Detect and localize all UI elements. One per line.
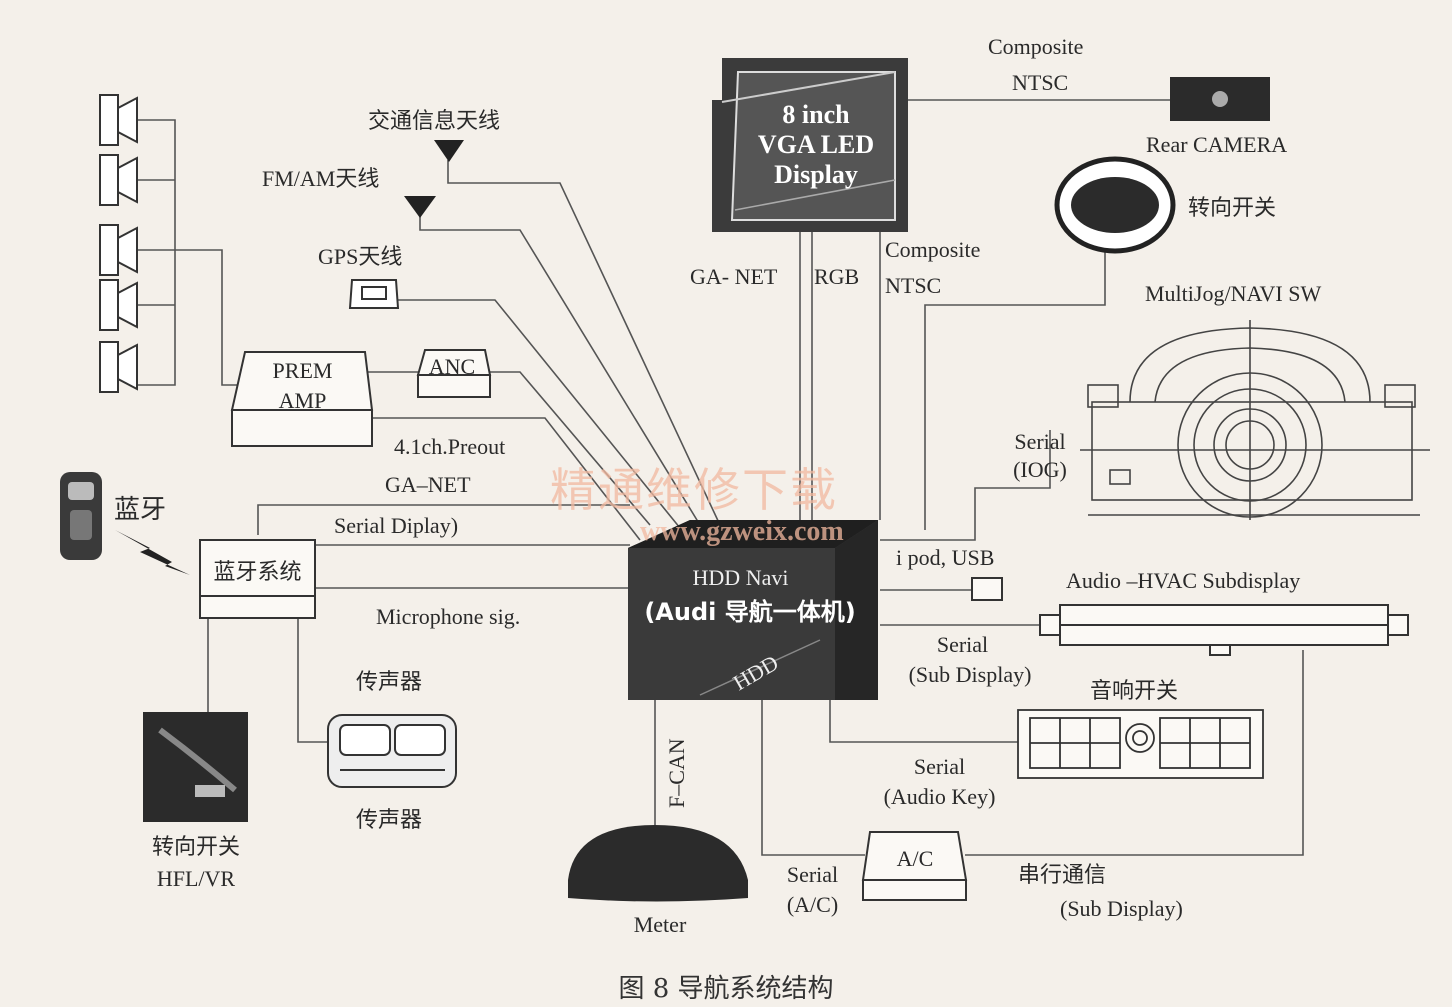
ntsc-label-2: NTSC	[885, 273, 942, 298]
watermark-url: www.gzweix.com	[640, 516, 844, 547]
display-label: 8 inch VGA LED Display	[757, 100, 875, 189]
serial-comm-sub-label: (Sub Display)	[1060, 896, 1183, 921]
fm-am-antenna-label: FM/AM天线	[262, 166, 380, 191]
ipod-usb-label: i pod, USB	[896, 545, 995, 570]
steering-switch-right-label: 转向开关	[1188, 195, 1277, 220]
serial-ac-label-1: Serial	[786, 862, 839, 887]
figure-caption: 图 8 导航系统结构	[618, 974, 834, 1004]
ac-label: A/C	[896, 846, 934, 871]
traffic-antenna-label: 交通信息天线	[368, 108, 501, 133]
bluetooth-label: 蓝牙	[114, 495, 167, 524]
composite-label-2: Composite	[885, 237, 981, 262]
microphone-label-top: 传声器	[356, 669, 423, 694]
ga-net-label-2: GA- NET	[690, 264, 778, 289]
bluetooth-system-label: 蓝牙系统	[213, 559, 302, 584]
ntsc-top-label: NTSC	[1012, 70, 1069, 95]
serial-comm-label: 串行通信	[1018, 862, 1107, 887]
hdd-navi-label: HDD Navi	[692, 565, 789, 590]
audi-unit-label: (Audi 导航一体机)	[644, 598, 856, 626]
microphone-sig-label: Microphone sig.	[376, 604, 521, 629]
serial-key-label-1: Serial	[913, 754, 966, 779]
preout-label: 4.1ch.Preout	[394, 434, 506, 459]
serial-sub-label-2: (Sub Display)	[908, 662, 1032, 687]
multijog-label: MultiJog/NAVI SW	[1145, 281, 1322, 306]
serial-key-label-2: (Audio Key)	[883, 784, 996, 809]
serial-iog-label-1: Serial	[1014, 429, 1066, 454]
anc-label: ANC	[428, 354, 476, 379]
serial-sub-label-1: Serial	[936, 632, 989, 657]
audio-switch-label: 音响开关	[1090, 678, 1179, 703]
steering-switch-left-label: 转向开关	[151, 834, 240, 859]
microphone-label-bottom: 传声器	[356, 807, 423, 832]
rgb-label: RGB	[814, 264, 860, 289]
serial-display-label: Serial Diplay)	[334, 513, 459, 538]
f-can-label: F–CAN	[664, 738, 689, 808]
composite-top-label: Composite	[988, 34, 1084, 59]
rear-camera-label: Rear CAMERA	[1146, 132, 1288, 157]
audio-hvac-label: Audio –HVAC Subdisplay	[1066, 568, 1301, 593]
watermark-cn: 精通维修下载	[550, 465, 838, 516]
serial-ac-label-2: (A/C)	[786, 892, 839, 917]
prem-amp-label: PREM AMP	[272, 358, 333, 413]
serial-iog-label-2: (IOG)	[1013, 457, 1067, 482]
gps-antenna-label: GPS天线	[318, 244, 403, 269]
meter-label: Meter	[633, 912, 687, 937]
hfl-vr-label: HFL/VR	[156, 866, 236, 891]
ga-net-label-1: GA–NET	[385, 472, 471, 497]
